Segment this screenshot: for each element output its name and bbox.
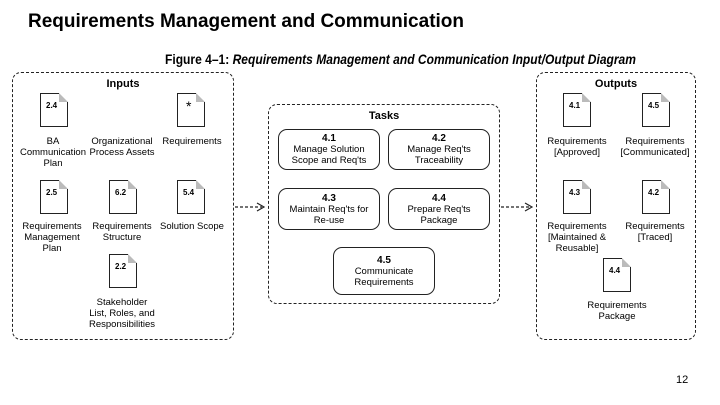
input-doc-requirements-management-plan: 2.5 bbox=[40, 179, 69, 214]
task-maintain-reqts-for-reuse: 4.3 Maintain Req'ts for Re-use bbox=[278, 188, 380, 230]
tasks-panel: Tasks bbox=[268, 104, 500, 304]
task-title: Prepare Req'ts Package bbox=[407, 203, 471, 226]
input-label-ba-communication-plan: BA Communication Plan bbox=[20, 136, 86, 169]
input-doc-number: 6.2 bbox=[115, 188, 127, 197]
inputs-panel: Inputs bbox=[12, 72, 234, 340]
task-title: Manage Solution Scope and Req'ts bbox=[291, 144, 367, 166]
input-doc-number: 2.5 bbox=[46, 188, 58, 197]
output-doc-number: 4.4 bbox=[609, 266, 621, 275]
input-doc-solution-scope: 5.4 bbox=[177, 179, 206, 214]
input-doc-requirements-structure: 6.2 bbox=[109, 179, 138, 214]
output-doc-requirements-communicated: 4.5 bbox=[642, 92, 671, 127]
inputs-heading: Inputs bbox=[106, 78, 140, 90]
page-number: 12 bbox=[676, 374, 689, 386]
figure-caption-text: Requirements Management and Communicatio… bbox=[232, 51, 636, 67]
output-doc-number: 4.2 bbox=[648, 188, 660, 197]
task-manage-solution-scope: 4.1 Manage Solution Scope and Req'ts bbox=[278, 129, 380, 170]
input-doc-number: 2.4 bbox=[46, 101, 58, 110]
input-label-stakeholder-list: Stakeholder List, Roles, and Responsibil… bbox=[88, 297, 156, 330]
input-doc-number: 2.2 bbox=[115, 262, 127, 271]
task-communicate-requirements: 4.5 Communicate Requirements bbox=[333, 247, 435, 295]
output-doc-requirements-maintained: 4.3 bbox=[563, 179, 592, 214]
outputs-panel: Outputs bbox=[536, 72, 696, 340]
input-doc-stakeholder-list: 2.2 bbox=[109, 253, 138, 288]
task-title: Maintain Req'ts for Re-use bbox=[289, 203, 369, 226]
output-label-requirements-communicated: Requirements [Communicated] bbox=[620, 136, 690, 158]
input-label-organizational-process-assets: Organizational Process Assets bbox=[89, 136, 155, 158]
input-doc-requirements: * bbox=[177, 92, 206, 127]
input-label-solution-scope: Solution Scope bbox=[160, 221, 224, 232]
input-label-requirements: Requirements bbox=[162, 136, 222, 147]
output-doc-number: 4.3 bbox=[569, 188, 581, 197]
input-label-requirements-structure: Requirements Structure bbox=[92, 221, 152, 243]
task-number: 4.5 bbox=[377, 254, 391, 266]
task-number: 4.2 bbox=[432, 133, 446, 144]
input-doc-ba-communication-plan: 2.4 bbox=[40, 92, 69, 127]
input-doc-number: 5.4 bbox=[183, 188, 195, 197]
output-doc-requirements-approved: 4.1 bbox=[563, 92, 592, 127]
output-doc-requirements-package: 4.4 bbox=[603, 257, 632, 292]
input-label-requirements-management-plan: Requirements Management Plan bbox=[22, 221, 82, 254]
output-doc-requirements-traced: 4.2 bbox=[642, 179, 671, 214]
slide-title: Requirements Management and Communicatio… bbox=[28, 11, 465, 32]
output-doc-number: 4.5 bbox=[648, 101, 660, 110]
task-number: 4.3 bbox=[322, 192, 336, 204]
output-label-requirements-traced: Requirements [Traced] bbox=[625, 221, 685, 243]
task-number: 4.4 bbox=[432, 192, 446, 204]
input-to-tasks-arrow bbox=[235, 202, 266, 212]
task-prepare-reqts-package: 4.4 Prepare Req'ts Package bbox=[388, 188, 490, 230]
output-doc-number: 4.1 bbox=[569, 101, 581, 110]
asterisk-icon: * bbox=[186, 98, 192, 114]
output-label-requirements-approved: Requirements [Approved] bbox=[547, 136, 607, 158]
figure-caption: Figure 4–1: Requirements Management and … bbox=[165, 51, 636, 67]
task-manage-reqts-traceability: 4.2 Manage Req'ts Traceability bbox=[388, 129, 490, 170]
figure-number: Figure 4–1: bbox=[165, 51, 230, 67]
task-number: 4.1 bbox=[322, 133, 336, 144]
output-label-requirements-maintained: Requirements [Maintained & Reusable] bbox=[547, 221, 607, 254]
output-label-requirements-package: Requirements Package bbox=[587, 300, 647, 322]
task-title: Manage Req'ts Traceability bbox=[407, 144, 471, 166]
task-title: Communicate Requirements bbox=[354, 265, 414, 288]
tasks-heading: Tasks bbox=[368, 110, 400, 122]
tasks-to-output-arrow bbox=[501, 202, 534, 212]
outputs-heading: Outputs bbox=[594, 78, 638, 90]
